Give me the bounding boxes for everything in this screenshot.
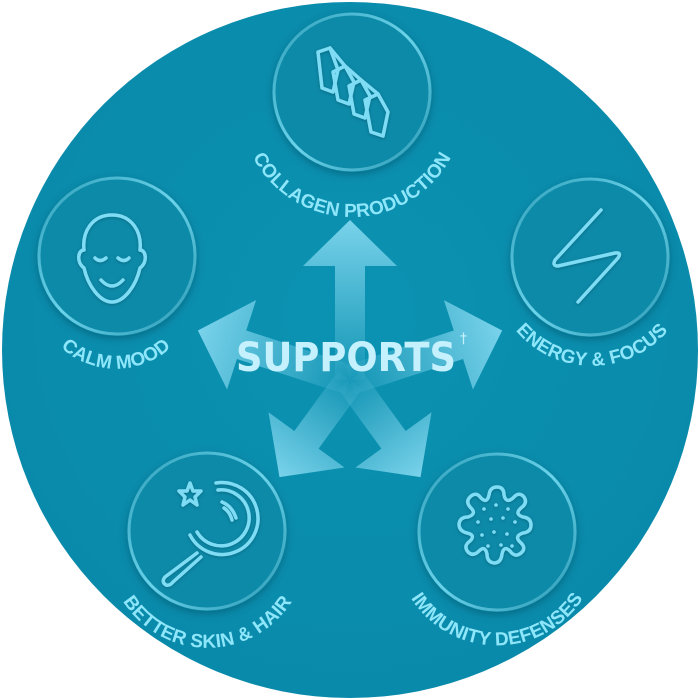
- supports-title: SUPPORTS: [236, 335, 456, 381]
- collagen-helix-icon: [316, 46, 390, 138]
- arrow-left-icon: [197, 300, 355, 395]
- badge-circle: [37, 176, 197, 336]
- arrow-down-left-icon: [268, 371, 363, 478]
- calm-face-icon: [77, 213, 147, 304]
- arrows-group: [197, 220, 503, 478]
- virus-cell-icon: [457, 485, 533, 565]
- badge-ring: [37, 176, 197, 336]
- arrow-down-right-icon: [337, 371, 432, 478]
- dagger-footnote-mark: †: [460, 331, 467, 347]
- badge-ring: [127, 451, 287, 611]
- arrow-right-icon: [345, 300, 503, 395]
- badge-ring: [417, 452, 577, 612]
- badge-ring: [272, 12, 432, 172]
- badge-ring: [510, 177, 670, 337]
- lightning-bolt-icon: [552, 208, 622, 304]
- arrow-up-icon: [303, 220, 397, 380]
- hand-mirror-star-icon: [161, 480, 260, 587]
- badge-circle: [417, 452, 577, 612]
